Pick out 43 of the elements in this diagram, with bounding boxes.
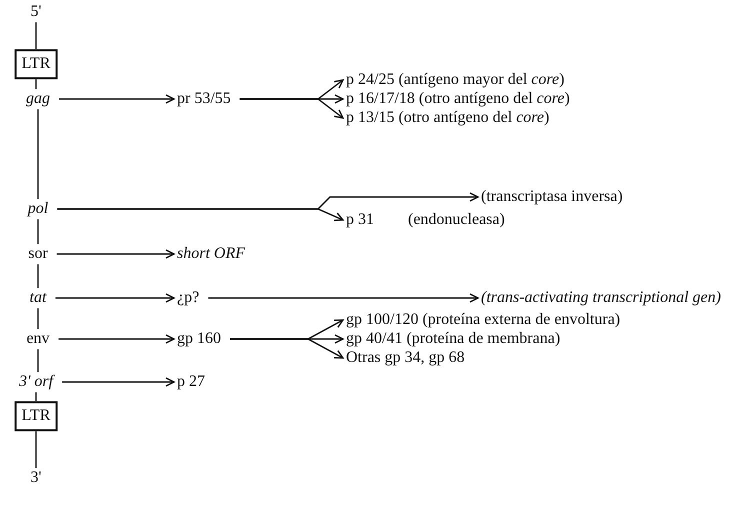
arrow xyxy=(56,249,175,259)
product-label: short ORF xyxy=(177,245,245,263)
connector-line xyxy=(37,308,39,330)
gene-label: env xyxy=(26,330,50,348)
product-label: (transcriptasa inversa) xyxy=(481,188,623,206)
protein-label: ¿p? xyxy=(177,289,200,307)
product-label: p 24/25 (antígeno mayor del core) xyxy=(346,71,564,89)
arrow xyxy=(55,293,175,303)
gene-label: tat xyxy=(30,289,46,307)
connector-line xyxy=(37,218,39,244)
product-label: p 16/17/18 (otro antígeno del core) xyxy=(346,90,570,108)
connector-line xyxy=(37,348,39,372)
strand-end-label: 5' xyxy=(30,3,42,21)
connector-line xyxy=(37,108,39,200)
gene-label: pol xyxy=(28,200,48,218)
arrow xyxy=(58,334,175,344)
arrow xyxy=(59,94,175,104)
product-label: p 31 xyxy=(346,211,374,229)
arrow xyxy=(240,98,344,119)
gene-label: sor xyxy=(28,245,48,263)
connector-line xyxy=(35,78,37,90)
ltr-box: LTR xyxy=(14,49,58,79)
protein-label: p 27 xyxy=(177,373,205,391)
protein-label: gp 160 xyxy=(177,330,221,348)
ltr-box: LTR xyxy=(14,401,58,431)
product-label: gp 40/41 (proteína de membrana) xyxy=(346,330,560,348)
connector-line xyxy=(35,392,37,402)
connector-line xyxy=(35,430,37,468)
product-label: Otras gp 34, gp 68 xyxy=(346,349,465,367)
arrow xyxy=(57,208,344,222)
gene-label: gag xyxy=(26,90,50,108)
connector-line xyxy=(35,22,37,50)
arrow xyxy=(208,293,479,303)
gene-label: 3' orf xyxy=(18,373,54,391)
product-label: gp 100/120 (proteína externa de envoltura) xyxy=(346,311,620,329)
arrow xyxy=(62,377,175,387)
protein-label: pr 53/55 xyxy=(177,90,231,108)
arrow xyxy=(230,338,344,359)
product-label: p 13/15 (otro antígeno del core) xyxy=(346,109,550,127)
product-label: (endonucleasa) xyxy=(408,211,505,229)
product-label: (trans-activating transcriptional gen) xyxy=(481,289,721,307)
strand-end-label: 3' xyxy=(30,469,42,487)
connector-line xyxy=(37,264,39,288)
